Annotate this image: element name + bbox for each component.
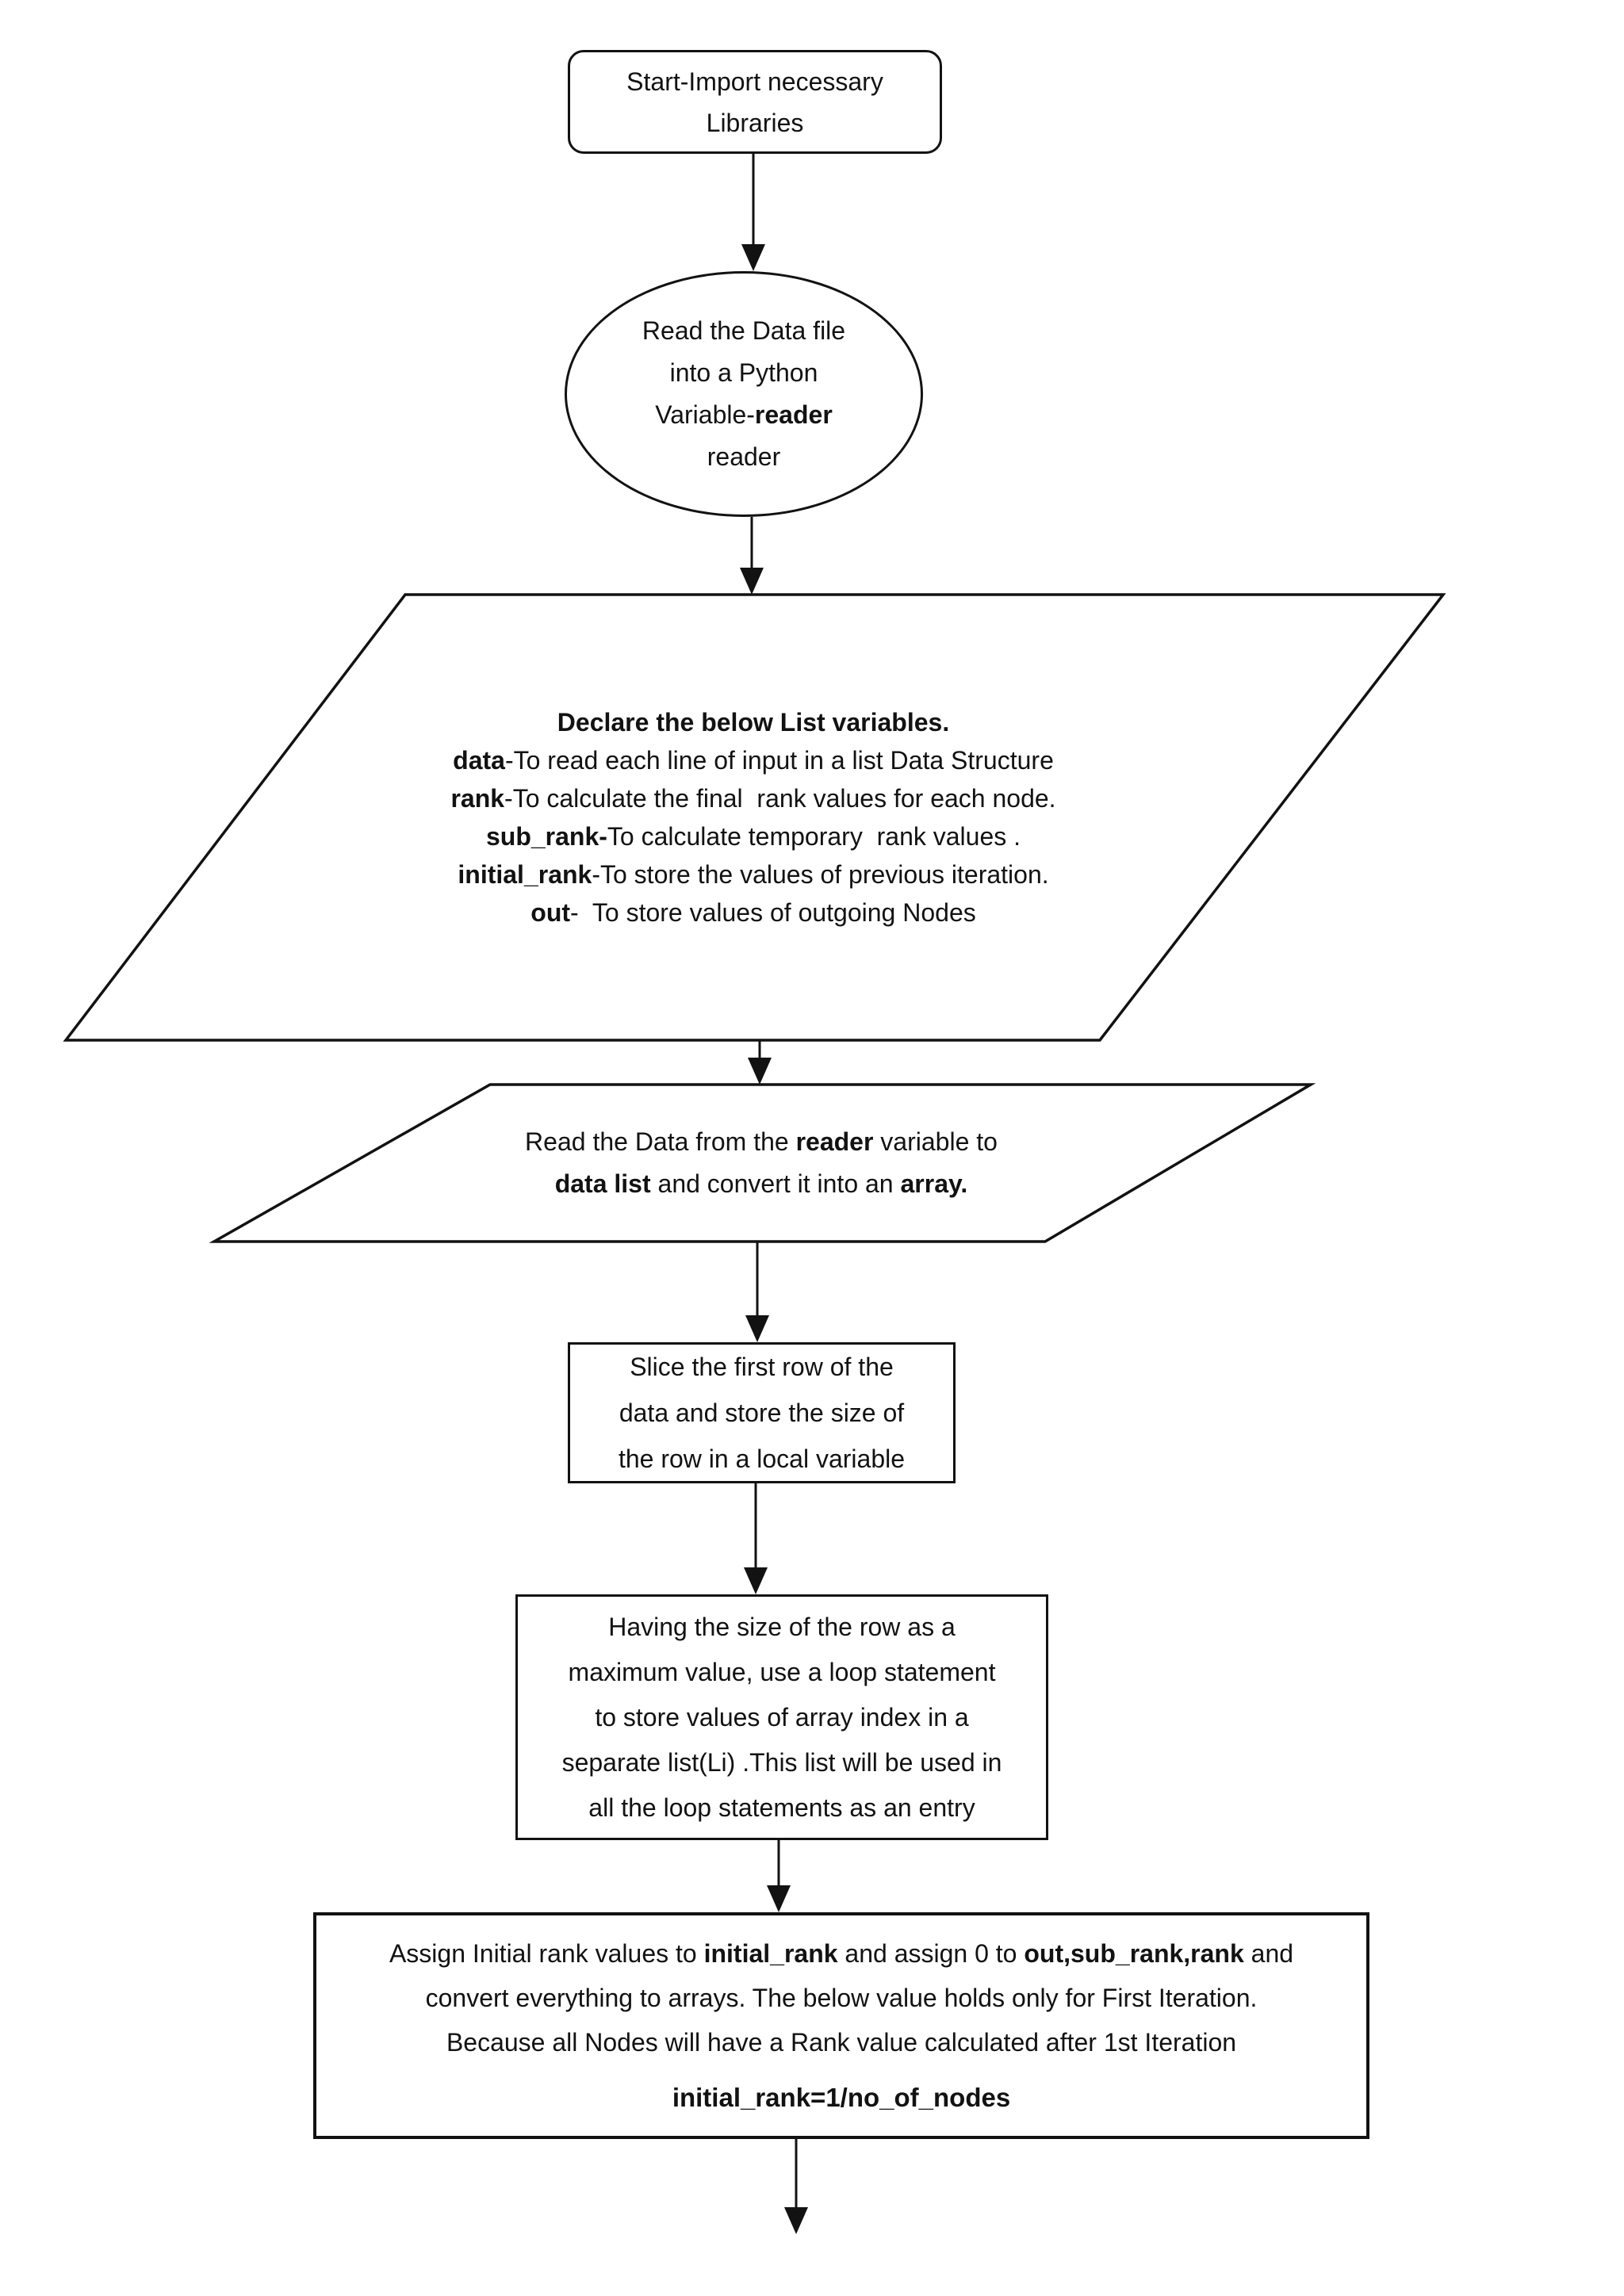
node-declare-variables-line: initial_rank-To store the values of prev… <box>458 860 1049 889</box>
node-assign-initial-rank: Assign Initial rank values to initial_ra… <box>313 1912 1369 2139</box>
node-loop-store-index-line: to store values of array index in a <box>595 1702 969 1732</box>
node-slice-first-row-line: Slice the first row of the <box>630 1353 894 1381</box>
arrowhead-icon <box>741 244 765 271</box>
node-loop-store-index-line: Having the size of the row as a <box>608 1612 956 1641</box>
node-declare-variables-line: Declare the below List variables. <box>557 708 950 737</box>
node-loop-store-index-line: separate list(Li) .This list will be use… <box>561 1747 1002 1777</box>
node-loop-store-index-line: maximum value, use a loop statement <box>568 1657 996 1686</box>
node-declare-variables-text: Declare the below List variables. data-T… <box>119 595 1388 1040</box>
node-slice-first-row: Slice the first row of the data and stor… <box>568 1342 956 1483</box>
node-assign-initial-rank-formula: initial_rank=1/no_of_nodes <box>672 2083 1011 2112</box>
node-declare-variables-line: data-To read each line of input in a lis… <box>453 746 1054 775</box>
arrowhead-icon <box>784 2207 808 2234</box>
node-start-line: Libraries <box>706 108 804 137</box>
node-slice-first-row-line: data and store the size of <box>619 1399 905 1427</box>
node-read-data-file-line: Read the Data file <box>642 316 846 345</box>
edge-slice-first-row-to-loop-store-index <box>744 1483 768 1594</box>
node-assign-initial-rank-line: Because all Nodes will have a Rank value… <box>446 2028 1237 2057</box>
arrowhead-icon <box>767 1885 791 1912</box>
node-read-into-data-list-line: data list and convert it into an array. <box>554 1169 968 1198</box>
arrowhead-icon <box>744 1567 768 1594</box>
read-into-data-list-parallelogram <box>209 1083 1316 1243</box>
edge-read-data-file-to-declare-variables <box>740 517 764 595</box>
node-slice-first-row-line: the row in a local variable <box>618 1445 906 1473</box>
node-loop-store-index-line: all the loop statements as an entry <box>588 1793 975 1822</box>
node-read-data-file-line: Variable-reader <box>655 400 833 429</box>
node-read-into-data-list-text: Read the Data from the reader variable t… <box>238 1085 1285 1242</box>
edge-assign-initial-rank-to-continuation <box>784 2139 808 2234</box>
node-read-data-file: Read the Data file into a Python Variabl… <box>565 271 923 517</box>
arrowhead-icon <box>745 1315 769 1342</box>
edge-start-to-read-data-file <box>741 154 765 271</box>
node-assign-initial-rank-line: Assign Initial rank values to initial_ra… <box>389 1939 1294 1968</box>
node-start-line: Start-Import necessary <box>626 67 883 96</box>
node-loop-store-index: Having the size of the row as a maximum … <box>515 1594 1048 1840</box>
arrowhead-icon <box>740 568 764 595</box>
node-read-data-file-line: reader <box>707 442 781 471</box>
edge-declare-variables-to-read-into-data-list <box>748 1040 772 1085</box>
node-read-data-file-line: into a Python <box>669 358 818 387</box>
node-assign-initial-rank-line: convert everything to arrays. The below … <box>425 1984 1258 2012</box>
declare-variables-parallelogram <box>63 593 1446 1042</box>
node-declare-variables-line: out- To store values of outgoing Nodes <box>530 898 976 927</box>
edge-loop-store-index-to-assign-initial-rank <box>767 1840 791 1912</box>
node-read-into-data-list-line: Read the Data from the reader variable t… <box>525 1127 998 1156</box>
edge-read-into-data-list-to-slice-first-row <box>745 1242 769 1342</box>
node-declare-variables-line: sub_rank-To calculate temporary rank val… <box>485 822 1021 851</box>
arrowhead-icon <box>748 1058 772 1085</box>
node-start: Start-Import necessary Libraries <box>568 50 942 154</box>
node-declare-variables-line: rank-To calculate the final rank values … <box>450 784 1056 813</box>
